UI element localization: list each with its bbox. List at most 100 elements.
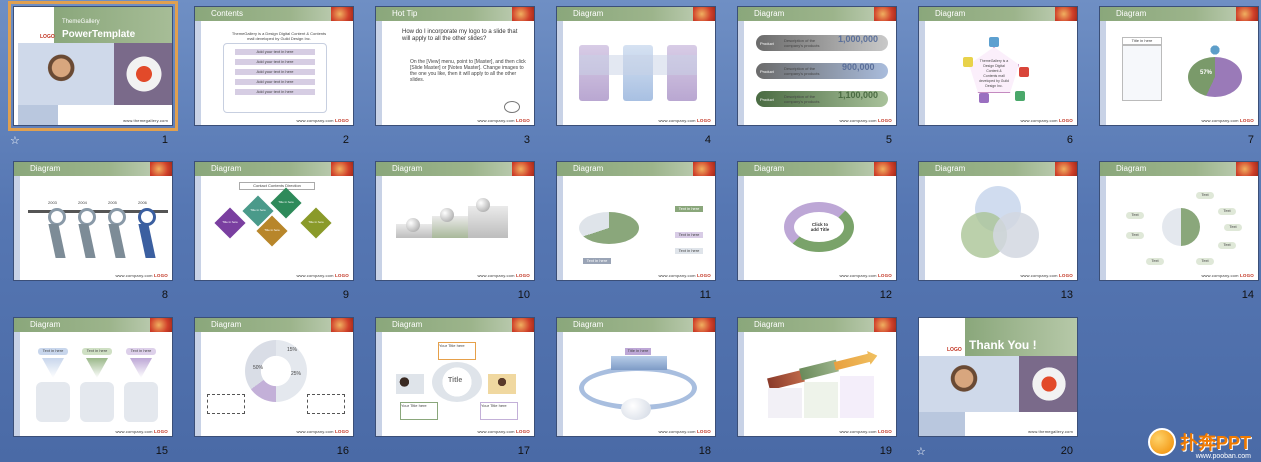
- slide-number-12: 12: [862, 289, 892, 301]
- tab-label: Text in here: [38, 348, 68, 355]
- brand-logo-icon: [1148, 428, 1176, 456]
- slide-thumbnail-5[interactable]: Diagram Product Description of the compa…: [737, 6, 897, 126]
- slide-thumbnail-19[interactable]: Diagram www.company.com LOGO: [737, 317, 897, 437]
- slide-number-11: 11: [681, 289, 711, 301]
- slide-thumbnail-14[interactable]: Diagram Text Text Text Text Text Text Te…: [1099, 161, 1259, 281]
- slide-10-header: Diagram: [392, 164, 422, 173]
- pill-label: Text: [1126, 212, 1144, 219]
- diamond-label: Title in here: [245, 208, 271, 213]
- doctor-photo: [18, 43, 114, 105]
- slide-number-5: 5: [862, 134, 892, 146]
- title-box: Title in here: [1122, 37, 1162, 45]
- slide-thumbnail-15[interactable]: Diagram Text in here Text in here Text i…: [13, 317, 173, 437]
- slide-number-19: 19: [862, 445, 892, 457]
- slide-thumbnail-16[interactable]: Diagram 50% 15% 25% www.company.com LOGO: [194, 317, 354, 437]
- title-box: Your Title here: [480, 402, 518, 420]
- slide-thumbnail-6[interactable]: Diagram ThemeGallery is a Design Digital…: [918, 6, 1078, 126]
- product-value: 1,000,000: [838, 37, 878, 42]
- hot-tip-question: How do I incorporate my logo to a slide …: [402, 29, 526, 43]
- slide-thumbnail-9[interactable]: Diagram Contact Contents Direction Title…: [194, 161, 354, 281]
- slide-6-header: Diagram: [935, 9, 965, 18]
- slide-1-subtitle: PowerTemplate: [62, 29, 135, 40]
- slide-20-logo: LOGO: [947, 348, 962, 353]
- doctor-photo: [919, 356, 1019, 412]
- slide-thumbnail-1[interactable]: ThemeGallery PowerTemplate LOGO www.them…: [13, 6, 173, 126]
- slide-17-header: Diagram: [392, 320, 422, 329]
- slide-number-18: 18: [681, 445, 711, 457]
- pie-chart: [1188, 57, 1242, 97]
- pill-label: Text: [1224, 224, 1242, 231]
- diamond-label: Title in here: [217, 220, 243, 225]
- slide-thumbnail-10[interactable]: Diagram www.company.com LOGO: [375, 161, 535, 281]
- slide-1-logo: LOGO: [40, 35, 55, 40]
- slide-thumbnail-3[interactable]: Hot Tip How do I incorporate my logo to …: [375, 6, 535, 126]
- slide-number-14: 14: [1224, 289, 1254, 301]
- slide-3-header: Hot Tip: [392, 9, 417, 18]
- year-label: 2004: [78, 200, 87, 205]
- slide-number-3: 3: [500, 134, 530, 146]
- callout-label: Text in here: [583, 258, 611, 264]
- slide-number-7: 7: [1224, 134, 1254, 146]
- pentagon-center-text: ThemeGallery is a Design Digital Content…: [979, 59, 1009, 89]
- slide-16-header: Diagram: [211, 320, 241, 329]
- cycle-center-title: Click to add Title: [808, 222, 832, 232]
- center-title: Title: [448, 378, 462, 383]
- slide-4-header: Diagram: [573, 9, 603, 18]
- slide-thumbnail-8[interactable]: Diagram 2003 2004 2005 2006 www.company.…: [13, 161, 173, 281]
- diamond-label: Title in here: [303, 220, 329, 225]
- slide-19-header: Diagram: [754, 320, 784, 329]
- slide-number-20: 20: [1043, 445, 1073, 457]
- slide-number-9: 9: [319, 289, 349, 301]
- slide-thumbnail-4[interactable]: Diagram www.company.com LOGO: [556, 6, 716, 126]
- pie-3d: [579, 212, 639, 244]
- callout-label: Text in here: [675, 248, 703, 254]
- slide-12-header: Diagram: [754, 164, 784, 173]
- slide-thumbnail-12[interactable]: Diagram Click to add Title www.company.c…: [737, 161, 897, 281]
- contents-item: Add your text in here: [235, 79, 315, 85]
- slide-18-header: Diagram: [573, 320, 603, 329]
- product-label: Product: [760, 69, 774, 74]
- slide-2-intro: ThemeGallery is a Design Digital Content…: [229, 31, 329, 41]
- tab-label: Text in here: [82, 348, 112, 355]
- donut-percent: 15%: [287, 348, 297, 353]
- pill-label: Text: [1218, 208, 1236, 215]
- slide-thumbnail-20[interactable]: Thank You ! LOGO www.themegallery.com: [918, 317, 1078, 437]
- slide-2-header: Contents: [211, 9, 243, 18]
- people-photo: [396, 374, 424, 394]
- top-label: Contact Contents Direction: [239, 182, 315, 190]
- slide-thumbnail-11[interactable]: Diagram Text in here Text in here Text i…: [556, 161, 716, 281]
- pill-label: Text: [1218, 242, 1236, 249]
- year-label: 2006: [138, 200, 147, 205]
- product-desc: Description of the company's products: [784, 94, 834, 104]
- donut-percent: 50%: [253, 366, 263, 371]
- slide-number-6: 6: [1043, 134, 1073, 146]
- animation-star-icon: ☆: [10, 134, 20, 147]
- slide-thumbnail-18[interactable]: Diagram Title in here www.company.com LO…: [556, 317, 716, 437]
- slide-number-10: 10: [500, 289, 530, 301]
- slide-number-8: 8: [138, 289, 168, 301]
- title-box: Your Title here: [400, 402, 438, 420]
- contents-item: Add your text in here: [235, 69, 315, 75]
- slide-14-header: Diagram: [1116, 164, 1146, 173]
- pills-photo: [1019, 356, 1078, 412]
- pill-label: Text: [1146, 258, 1164, 265]
- stethoscope-icon: [504, 101, 520, 113]
- slide-thumbnail-2[interactable]: Contents ThemeGallery is a Design Digita…: [194, 6, 354, 126]
- slide-20-footer: www.themegallery.com: [1028, 429, 1073, 434]
- slide-thumbnail-13[interactable]: Diagram www.company.com LOGO: [918, 161, 1078, 281]
- callout-label: Text in here: [675, 232, 703, 238]
- diamond-label: Title in here: [273, 200, 299, 205]
- pill-label: Text: [1196, 258, 1214, 265]
- hot-tip-answer: On the [View] menu, point to [Master], a…: [410, 59, 526, 83]
- diamond-label: Title in here: [259, 228, 285, 233]
- slide-1-title: ThemeGallery: [62, 19, 100, 25]
- contents-item: Add your text in here: [235, 59, 315, 65]
- people-photo: [488, 374, 516, 394]
- slide-20-title: Thank You !: [969, 338, 1037, 352]
- slide-number-13: 13: [1043, 289, 1073, 301]
- slide-thumbnail-17[interactable]: Diagram Title Your Title here Your Title…: [375, 317, 535, 437]
- year-label: 2003: [48, 200, 57, 205]
- title-box: Your Title here: [438, 342, 476, 360]
- donut-percent: 25%: [291, 372, 301, 377]
- slide-thumbnail-7[interactable]: Diagram Title in here 57% www.company.co…: [1099, 6, 1259, 126]
